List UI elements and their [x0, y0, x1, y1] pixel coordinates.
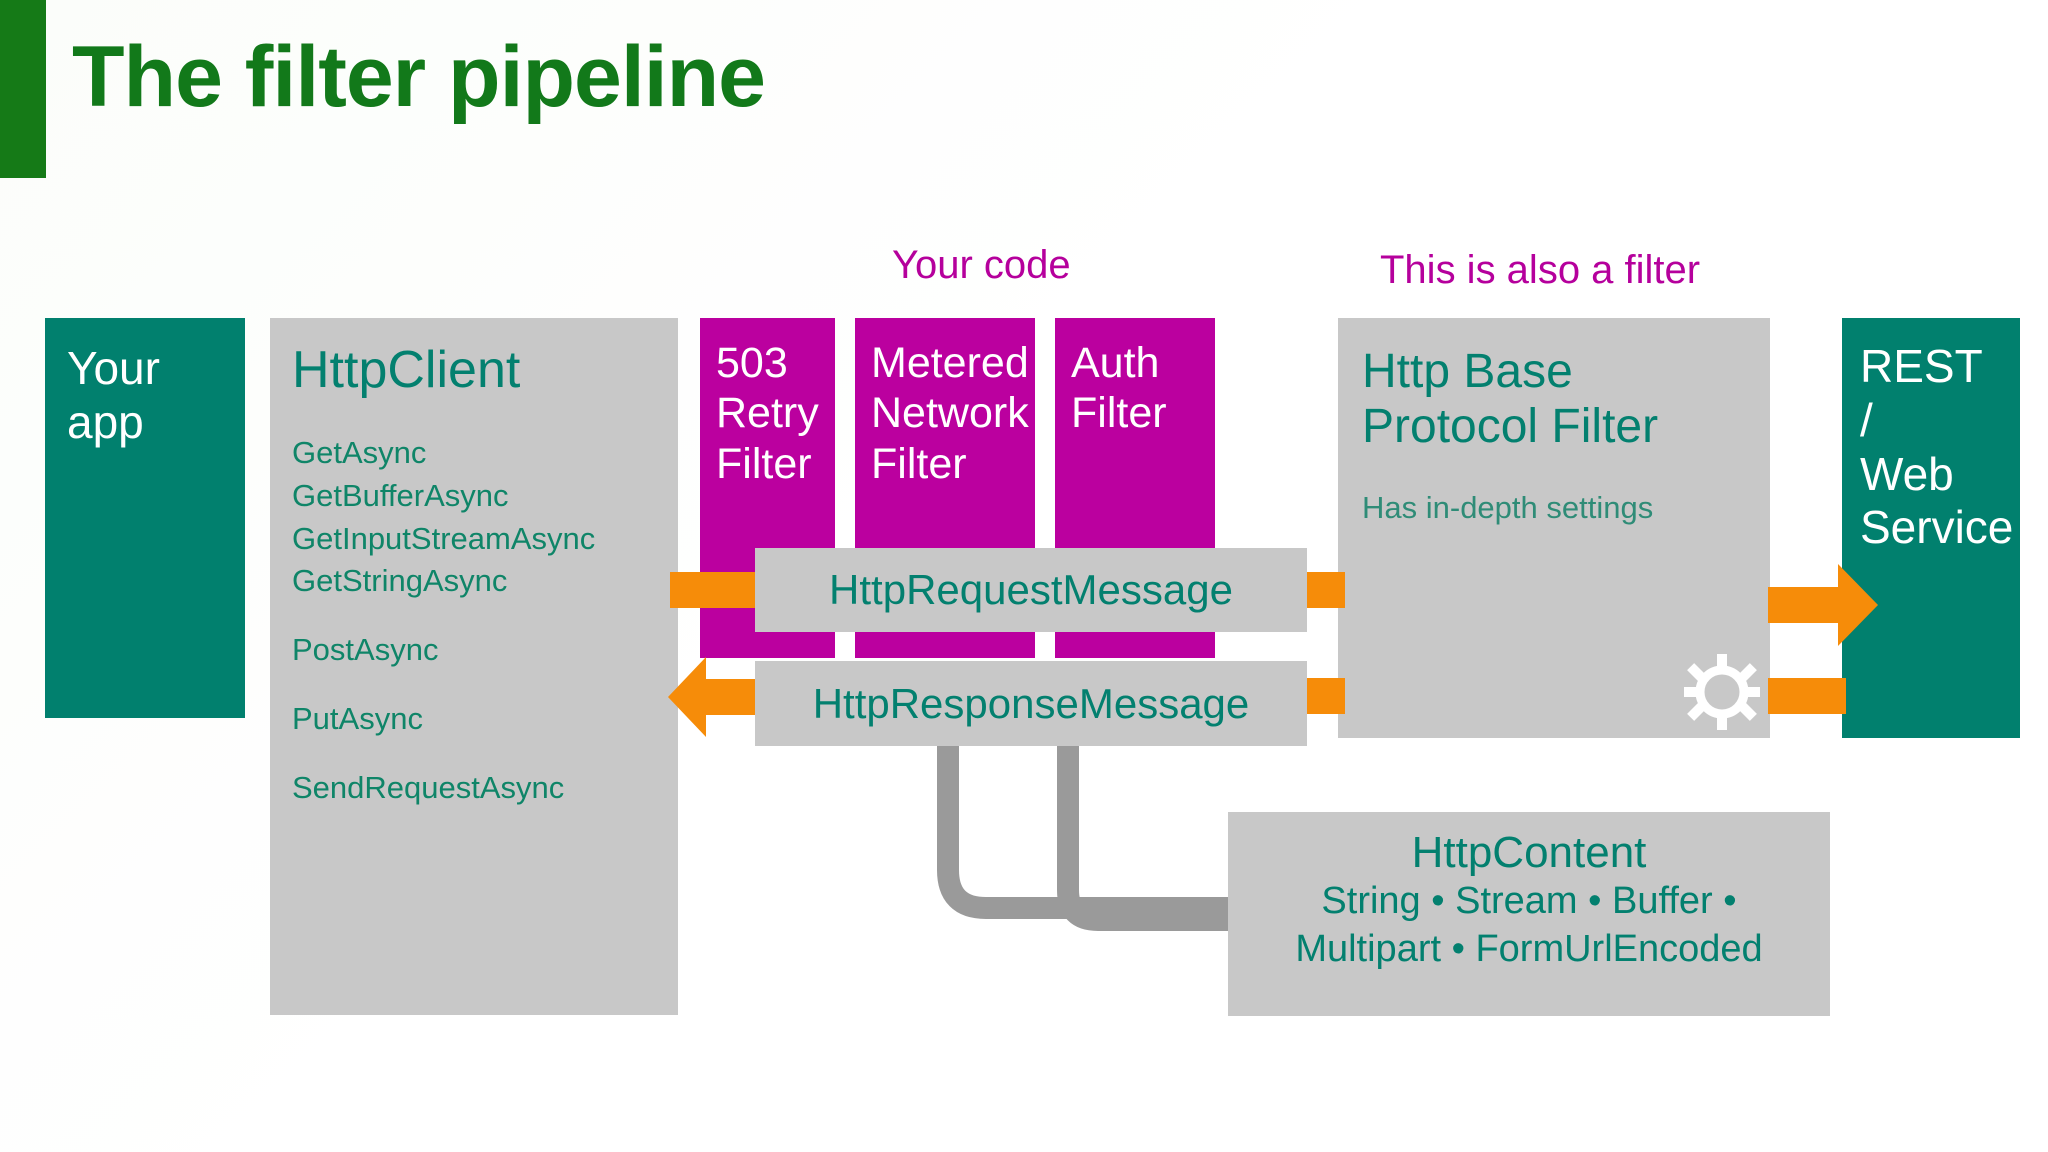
- filter-label-line: Filter: [716, 439, 812, 488]
- rest-line-1: REST /: [1860, 340, 1982, 446]
- your-app-line-2: app: [67, 395, 144, 448]
- rest-web-service-box: REST / Web Service: [1842, 318, 2020, 738]
- list-item: GetStringAsync: [292, 563, 508, 599]
- filter-label-line: Network: [871, 389, 1029, 438]
- your-app-line-1: Your: [67, 342, 160, 394]
- http-request-message-label: HttpRequestMessage: [829, 566, 1233, 613]
- your-code-caption: Your code: [892, 243, 1071, 287]
- response-to-content-connectors: [937, 740, 1320, 931]
- httpcontent-types-line-1: String • Stream • Buffer •: [1321, 880, 1737, 923]
- your-app-box: Your app: [45, 318, 245, 718]
- list-item: GetAsync: [292, 435, 427, 470]
- base-protocol-title-line-2: Protocol Filter: [1362, 400, 1659, 454]
- filter-label-line: Filter: [1071, 389, 1167, 438]
- orange-request-connector-right: [1300, 572, 1345, 608]
- list-spacer: [292, 603, 656, 629]
- http-request-message-bar: HttpRequestMessage: [755, 548, 1307, 632]
- page-title: The filter pipeline: [72, 29, 766, 125]
- filter-label-line: Auth: [1071, 339, 1160, 387]
- orange-response-connector-far-right: [1768, 678, 1846, 714]
- arrow-right-icon: [1768, 562, 1878, 648]
- httpcontent-box: HttpContent String • Stream • Buffer • M…: [1228, 812, 1830, 1016]
- rest-line-3: Service: [1860, 501, 2014, 554]
- base-protocol-title-line-1: Http Base: [1362, 345, 1573, 398]
- filter-label-line: Metered: [871, 339, 1029, 387]
- base-protocol-title: Http Base Protocol Filter: [1362, 344, 1746, 454]
- arrow-left-icon: [668, 655, 776, 739]
- filter-label-line: Retry: [716, 389, 819, 438]
- base-protocol-subtitle: Has in-depth settings: [1362, 490, 1654, 525]
- httpclient-title: HttpClient: [292, 341, 521, 399]
- list-item: SendRequestAsync: [292, 769, 565, 805]
- httpclient-panel: HttpClient GetAsync GetBufferAsync GetIn…: [270, 318, 678, 1015]
- filter-label-line: 503: [716, 339, 788, 387]
- title-accent-bar: [0, 0, 46, 178]
- orange-request-connector-left: [670, 572, 770, 608]
- list-item: GetInputStreamAsync: [292, 520, 596, 556]
- http-base-protocol-filter-panel: Http Base Protocol Filter Has in-depth s…: [1338, 318, 1770, 738]
- httpclient-method-list: GetAsync GetBufferAsync GetInputStreamAs…: [292, 432, 656, 809]
- filter-label-line: Filter: [871, 439, 967, 488]
- list-spacer: [292, 672, 656, 698]
- list-item: GetBufferAsync: [292, 477, 509, 513]
- http-response-message-label: HttpResponseMessage: [812, 679, 1250, 727]
- list-item: PostAsync: [292, 632, 439, 668]
- httpcontent-types-line-2: Multipart • FormUrlEncoded: [1295, 927, 1763, 970]
- rest-line-2: Web: [1860, 447, 1954, 500]
- gear-icon: [1682, 652, 1762, 732]
- list-spacer: [292, 741, 656, 767]
- orange-response-connector-right: [1300, 678, 1345, 714]
- also-a-filter-caption: This is also a filter: [1380, 248, 1701, 292]
- http-response-message-bar: HttpResponseMessage: [755, 661, 1307, 746]
- httpcontent-title: HttpContent: [1411, 828, 1647, 877]
- list-item: PutAsync: [292, 700, 423, 736]
